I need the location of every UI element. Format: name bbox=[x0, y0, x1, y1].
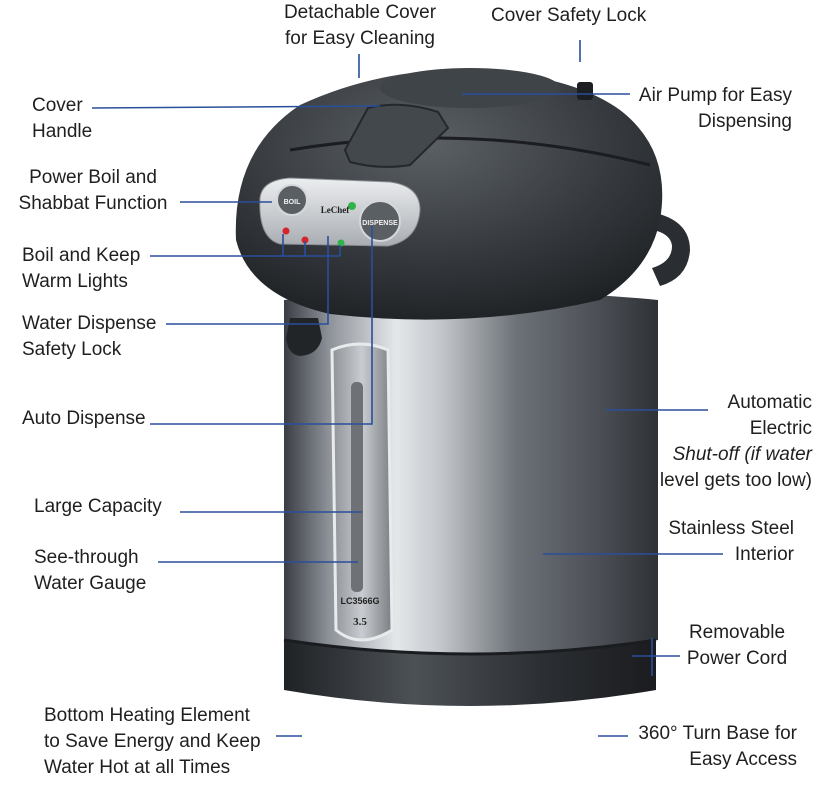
label-cover-handle: Cover Handle bbox=[32, 95, 93, 142]
green-light-2 bbox=[337, 239, 345, 247]
label-stainless-interior: Stainless Steel Interior bbox=[668, 518, 794, 565]
dispense-button-shape bbox=[359, 200, 401, 242]
label-turn-base: 360° Turn Base for Easy Access bbox=[638, 723, 797, 770]
safety-lock-knob bbox=[577, 82, 593, 100]
leader-cover-handle bbox=[91, 105, 381, 109]
rim-line bbox=[283, 638, 657, 656]
air-pump-cap bbox=[380, 68, 560, 108]
leader-lines bbox=[91, 40, 723, 737]
label-water-gauge: See-through Water Gauge bbox=[34, 547, 147, 594]
capacity-text: 3.5 bbox=[353, 616, 367, 628]
cover-handle-shape bbox=[343, 103, 450, 168]
shutoff-italic: Shut-off bbox=[672, 444, 740, 465]
boil-button-text: BOIL bbox=[284, 199, 301, 206]
model-text: LC3566G bbox=[340, 596, 379, 606]
pot-handle bbox=[605, 209, 690, 286]
pot-lid bbox=[235, 69, 663, 320]
leader-dispense-lock bbox=[166, 236, 329, 325]
leader-auto-dispense bbox=[150, 226, 373, 425]
spout bbox=[286, 318, 322, 356]
label-large-capacity: Large Capacity bbox=[34, 496, 162, 517]
label-bottom-heating: Bottom Heating Element to Save Energy an… bbox=[44, 705, 261, 778]
gauge-tube bbox=[351, 382, 363, 592]
label-auto-dispense: Auto Dispense bbox=[22, 408, 146, 429]
label-power-boil: Power Boil and Shabbat Function bbox=[18, 167, 168, 214]
label-automatic-shutoff: Automatic Electric Shut-off (if water le… bbox=[659, 392, 812, 491]
boil-button-shape bbox=[276, 184, 308, 216]
leader-power-cord bbox=[632, 638, 680, 676]
leader-boil-keep-warm bbox=[150, 234, 341, 257]
red-light-1 bbox=[282, 227, 290, 235]
shutoff-if-water: (if water bbox=[739, 444, 812, 465]
pot-base bbox=[284, 636, 656, 706]
brand-text: LeChef bbox=[321, 205, 350, 215]
label-water-dispense-lock: Water Dispense Safety Lock bbox=[22, 313, 157, 360]
label-boil-keep-warm: Boil and Keep Warm Lights bbox=[22, 245, 141, 292]
label-cover-safety-lock: Cover Safety Lock bbox=[491, 5, 647, 26]
red-light-2 bbox=[301, 236, 309, 244]
label-detachable-cover: Detachable Cover for Easy Cleaning bbox=[283, 2, 437, 49]
label-air-pump: Air Pump for Easy Dispensing bbox=[638, 85, 792, 132]
green-light bbox=[348, 202, 356, 210]
label-power-cord: Removable Power Cord bbox=[686, 622, 788, 669]
dispense-button-text: DISPENSE bbox=[362, 220, 398, 227]
lid-ridge bbox=[289, 136, 651, 167]
